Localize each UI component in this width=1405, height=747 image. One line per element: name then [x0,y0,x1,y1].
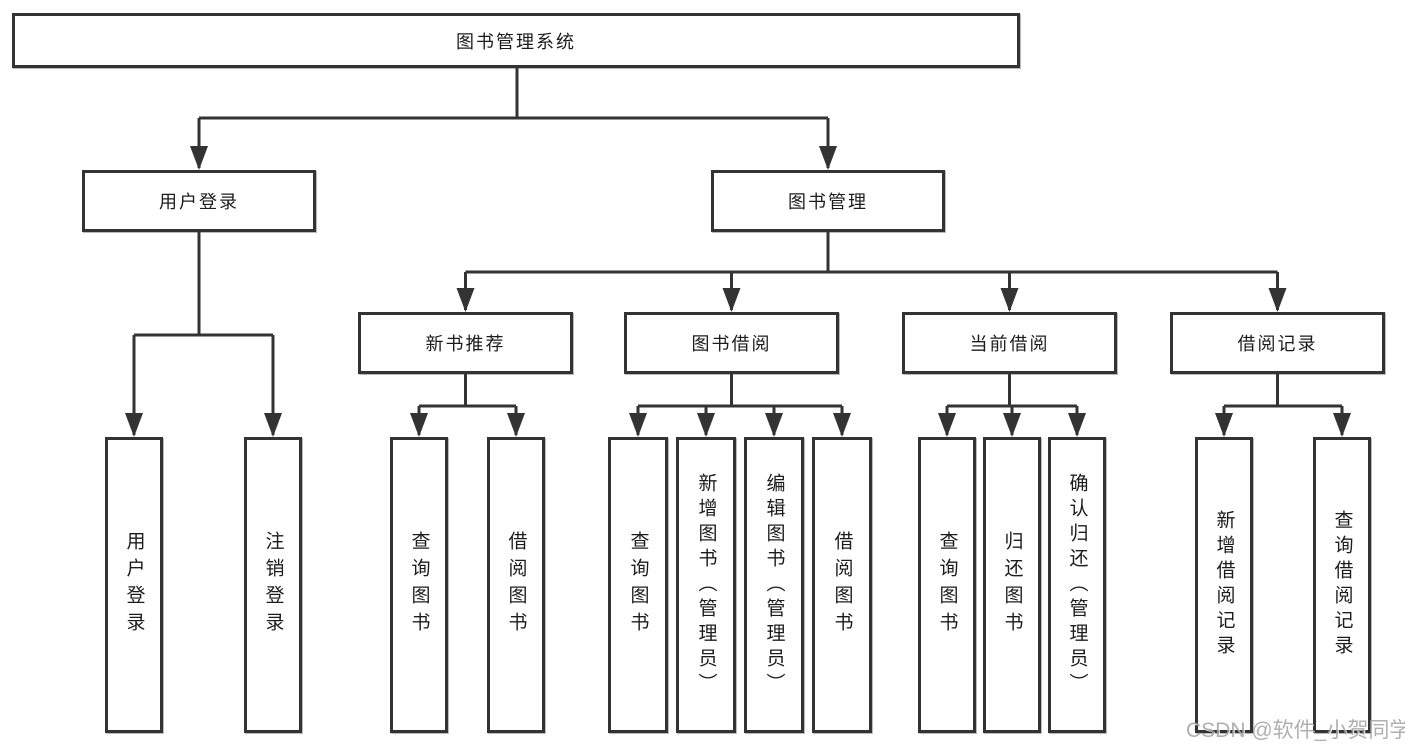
connector-book-management-children [456,232,1287,312]
node-label: 确认归还（管理员） [1066,472,1088,698]
leaf-add-books-admin: 新增图书（管理员） [676,437,736,733]
node-library-management-system: 图书管理系统 [12,13,1020,68]
node-label: 编辑图书（管理员） [763,472,785,698]
leaf-confirm-return-admin: 确认归还（管理员） [1048,437,1106,733]
node-book-borrow: 图书借阅 [624,312,839,374]
csdn-watermark: CSDN @软件_小贺同学 [1186,719,1405,742]
leaf-logout: 注销登录 [244,437,302,733]
arrow-down-icon [190,146,208,170]
connector-new-book-recommend-children [410,374,525,437]
node-label: 新书推荐 [425,334,506,354]
node-label: 图书管理 [788,192,868,212]
leaf-query-books-borrow: 查询图书 [608,437,668,733]
arrow-down-icon [1000,288,1019,312]
arrow-down-icon [456,288,475,312]
node-current-borrow: 当前借阅 [902,312,1117,374]
node-new-book-recommend: 新书推荐 [358,312,573,374]
connector-book-borrow-children [629,374,851,437]
leaf-borrow-books: 借阅图书 [812,437,872,733]
node-label: 查询图书 [627,531,649,639]
node-label: 查询图书 [936,531,958,639]
arrow-down-icon [629,413,647,437]
arrow-down-icon [765,413,783,437]
arrow-down-icon [125,413,143,437]
node-label: 新增借阅记录 [1213,510,1235,660]
node-book-management: 图书管理 [711,170,945,232]
node-label: 图书借阅 [691,334,772,354]
arrow-down-icon [264,413,282,437]
arrow-down-icon [1068,413,1086,437]
connector-current-borrow-children [938,374,1086,437]
leaf-query-books-recommend: 查询图书 [390,437,448,733]
arrow-down-icon [507,413,525,437]
node-borrow-records: 借阅记录 [1170,312,1385,374]
node-user-login: 用户登录 [82,170,316,232]
node-label: 当前借阅 [969,334,1050,354]
node-label: 归还图书 [1001,531,1023,639]
arrow-down-icon [1268,288,1287,312]
node-label: 借阅图书 [505,531,527,639]
connector-root-to-level2 [190,68,837,170]
arrow-down-icon [938,413,956,437]
arrow-down-icon [833,413,851,437]
node-label: 借阅图书 [831,531,853,639]
node-label: 借阅记录 [1237,334,1318,354]
arrow-down-icon [819,146,837,170]
leaf-query-books-current: 查询图书 [918,437,976,733]
node-label: 查询图书 [408,531,430,639]
connector-borrow-records-children [1215,374,1351,437]
node-label: 查询借阅记录 [1331,510,1353,660]
node-label: 用户登录 [123,531,145,639]
node-label: 图书管理系统 [456,31,576,52]
arrow-down-icon [722,288,741,312]
leaf-edit-books-admin: 编辑图书（管理员） [744,437,804,733]
arrow-down-icon [1333,413,1351,437]
node-label: 新增图书（管理员） [695,472,717,698]
leaf-add-borrow-record: 新增借阅记录 [1195,437,1253,733]
node-label: 用户登录 [159,192,239,212]
arrow-down-icon [697,413,715,437]
arrow-down-icon [1003,413,1021,437]
connector-user-login-children [125,232,282,437]
leaf-user-login: 用户登录 [105,437,163,733]
arrow-down-icon [410,413,428,437]
leaf-query-borrow-record: 查询借阅记录 [1313,437,1371,733]
arrow-down-icon [1215,413,1233,437]
node-label: 注销登录 [262,531,284,639]
leaf-borrow-books-recommend: 借阅图书 [487,437,545,733]
leaf-return-books: 归还图书 [983,437,1041,733]
